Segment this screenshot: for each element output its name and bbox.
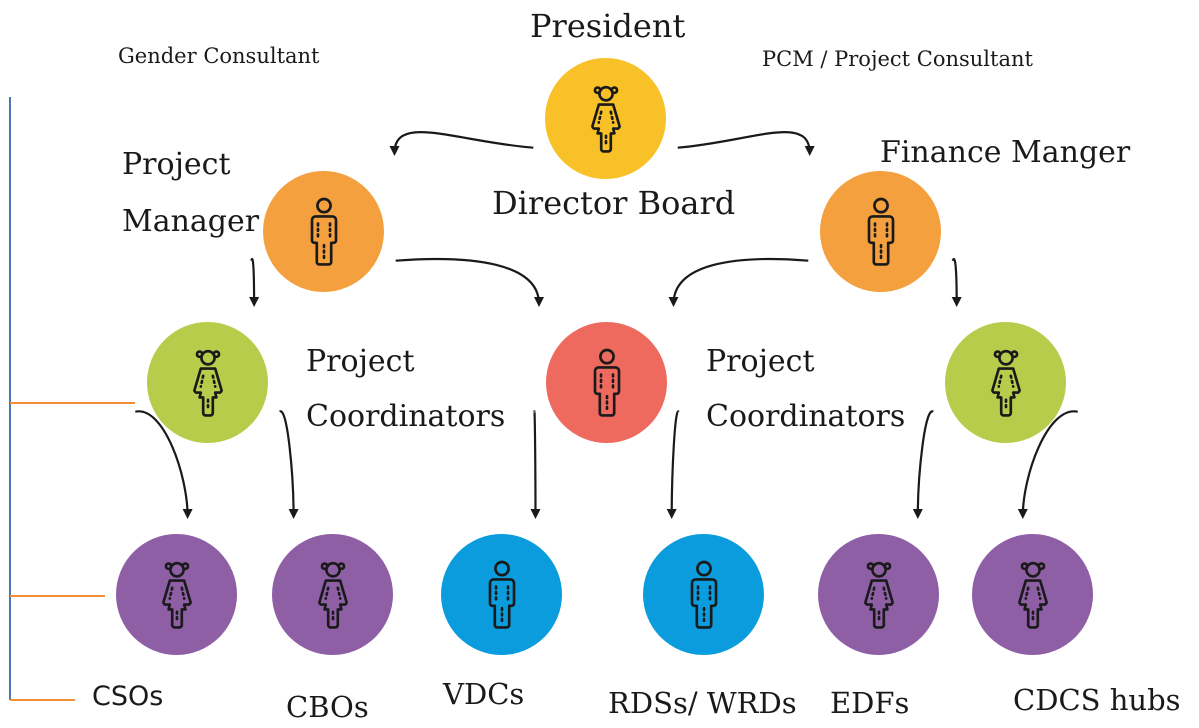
arrow-coordinator-right-to-cdcs bbox=[1017, 410, 1078, 519]
arrow-project-manager-to-coordinator-left bbox=[249, 258, 260, 307]
csos-label: CSOs bbox=[92, 681, 164, 712]
project-manager-label-line2: Manager bbox=[122, 204, 260, 239]
gender-consultant-label: Gender Consultant bbox=[118, 44, 320, 68]
vdcs-label: VDCs bbox=[443, 677, 525, 711]
arrow-president-to-project-manager bbox=[389, 131, 534, 156]
arrow-coordinator-center-to-rdss bbox=[666, 410, 680, 519]
arrow-finance-manager-to-coordinator-center bbox=[668, 258, 809, 307]
coordinators-left-label-line2: Coordinators bbox=[306, 399, 506, 434]
female-person-icon bbox=[305, 559, 361, 631]
male-person-icon bbox=[296, 196, 352, 268]
arrow-coordinator-right-to-edfs bbox=[912, 410, 934, 519]
coordinator-left-node[interactable] bbox=[147, 322, 268, 443]
president-node[interactable] bbox=[545, 58, 666, 179]
finance-manager-label: Finance Manger bbox=[880, 135, 1131, 170]
arrow-coordinator-left-to-csos bbox=[135, 410, 193, 519]
edfs-label: EDFs bbox=[830, 686, 910, 720]
director-board-label: Director Board bbox=[492, 184, 736, 222]
rdss-wrds-label: RDSs/ WRDs bbox=[608, 686, 797, 720]
arrow-coordinator-left-to-cbos bbox=[278, 410, 299, 519]
vdcs-node[interactable] bbox=[441, 534, 562, 655]
cbos-label: CBOs bbox=[286, 690, 369, 724]
rdss-node[interactable] bbox=[643, 534, 764, 655]
coordinator-center-node[interactable] bbox=[546, 322, 667, 443]
coordinator-right-node[interactable] bbox=[945, 322, 1066, 443]
female-person-icon bbox=[851, 559, 907, 631]
arrow-president-to-finance-manager bbox=[677, 131, 815, 156]
arrow-finance-manager-to-coordinator-right bbox=[951, 258, 962, 307]
female-person-icon bbox=[978, 347, 1034, 419]
finance-manager-node[interactable] bbox=[820, 171, 941, 292]
coordinators-right-label-line1: Project bbox=[706, 344, 815, 379]
pcm-consultant-label: PCM / Project Consultant bbox=[762, 47, 1033, 71]
male-person-icon bbox=[853, 196, 909, 268]
csos-node[interactable] bbox=[116, 534, 237, 655]
project-manager-node[interactable] bbox=[263, 171, 384, 292]
cdcs-hubs-label: CDCS hubs bbox=[1013, 683, 1181, 717]
sidebar-bracket bbox=[9, 97, 135, 701]
project-manager-label-line1: Project bbox=[122, 147, 231, 182]
coordinators-left-label-line1: Project bbox=[306, 344, 415, 379]
cdcs-node[interactable] bbox=[972, 534, 1093, 655]
female-person-icon bbox=[1005, 559, 1061, 631]
coordinators-right-label-line2: Coordinators bbox=[706, 399, 906, 434]
edfs-node[interactable] bbox=[818, 534, 939, 655]
male-person-icon bbox=[676, 559, 732, 631]
arrow-project-manager-to-coordinator-center bbox=[395, 258, 544, 307]
arrow-coordinator-center-to-vdcs bbox=[530, 410, 541, 519]
cbos-node[interactable] bbox=[272, 534, 393, 655]
female-person-icon bbox=[578, 83, 634, 155]
male-person-icon bbox=[474, 559, 530, 631]
female-person-icon bbox=[149, 559, 205, 631]
president-label: President bbox=[530, 7, 686, 45]
female-person-icon bbox=[180, 347, 236, 419]
male-person-icon bbox=[579, 347, 635, 419]
